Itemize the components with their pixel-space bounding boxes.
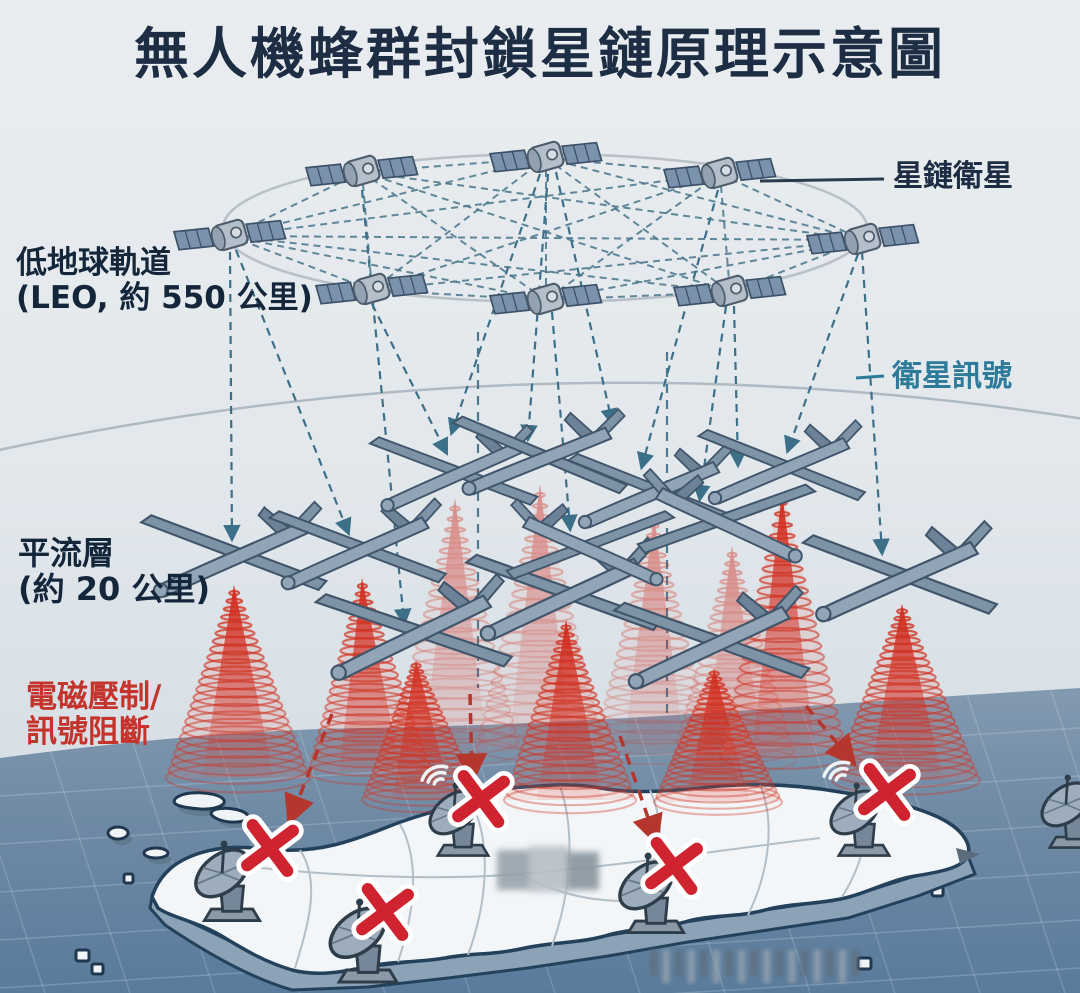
blurred-watermark	[650, 950, 859, 983]
label-leo-orbit: 低地球軌道 (LEO, 約 550 公里)	[16, 246, 313, 315]
label-satellite-signal: 衛星訊號	[892, 359, 1012, 394]
satellite-icon	[488, 123, 603, 191]
earth-curvature-arc	[0, 381, 1080, 452]
label-starlink-satellite: 星鏈衛星	[893, 159, 1013, 194]
label-jamming-line2: 訊號阻斷	[26, 713, 150, 750]
jamming-cone-icon	[502, 620, 638, 815]
starlink-label-pointer	[759, 177, 885, 183]
blocked-x-icon	[247, 825, 293, 871]
label-leo-orbit-line2: (LEO, 約 550 公里)	[16, 279, 313, 316]
label-leo-orbit-line1: 低地球軌道	[16, 245, 171, 281]
blocked-x-icon	[651, 843, 697, 889]
signal-label-tick	[855, 374, 885, 380]
diagram-title: 無人機蜂群封鎖星鏈原理示意圖	[133, 22, 946, 86]
label-stratosphere-line2: (約 20 公里)	[18, 569, 211, 608]
island-cape	[956, 848, 980, 864]
satellite-icon	[662, 139, 777, 207]
label-stratosphere-line1: 平流層	[18, 534, 115, 572]
jamming-arrows	[284, 693, 857, 847]
label-stratosphere: 平流層 (約 20 公里)	[18, 534, 211, 608]
drone-icon	[267, 496, 448, 595]
censored-area	[497, 846, 599, 892]
blocked-x-icon	[864, 769, 910, 815]
blocked-x-icon	[362, 889, 408, 935]
satellite-icon	[488, 265, 603, 333]
satellite-icon	[314, 255, 429, 323]
blocked-x-icon	[458, 776, 504, 822]
label-jamming-line1: 電磁壓制/	[26, 679, 162, 715]
jamming-cone-icon	[164, 585, 312, 794]
label-jamming: 電磁壓制/ 訊號阻斷	[26, 680, 161, 749]
satellite-icon	[672, 257, 787, 325]
